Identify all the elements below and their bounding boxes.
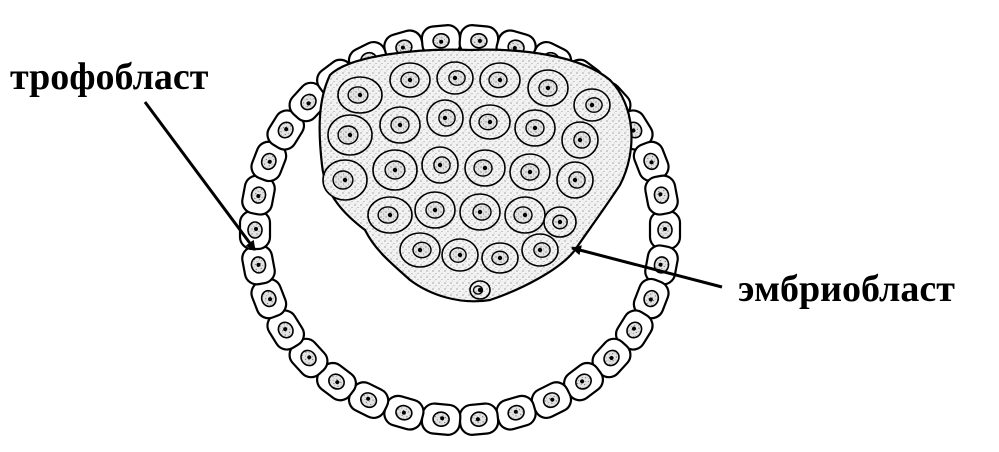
embryoblast-cell xyxy=(480,63,520,97)
embryoblast-cell xyxy=(544,207,576,237)
trophoblast-cell xyxy=(650,211,680,249)
trophoblast-cell xyxy=(421,403,462,436)
embryoblast-cell xyxy=(368,197,412,233)
embryoblast-cell xyxy=(338,77,382,113)
embryoblast-cell xyxy=(482,243,518,273)
embryoblast-cell xyxy=(422,147,458,183)
embryoblast-cell xyxy=(510,154,550,190)
trophoblast-label: трофобласт xyxy=(10,58,208,96)
embryoblast-cell xyxy=(442,239,478,271)
embryoblast-cell xyxy=(574,89,610,121)
embryoblast-cell xyxy=(557,162,593,198)
trophoblast-arrow xyxy=(145,102,255,250)
embryoblast-cell xyxy=(515,110,555,146)
embryoblast-cell xyxy=(505,197,545,233)
embryoblast-cell xyxy=(427,100,463,136)
embryoblast-cell xyxy=(465,150,505,186)
embryoblast-cell xyxy=(460,194,500,230)
embryoblast-cell xyxy=(437,62,473,94)
embryoblast-cell xyxy=(470,281,490,299)
trophoblast-cell xyxy=(459,403,500,436)
embryoblast-label: эмбриобласт xyxy=(738,270,955,308)
embryoblast-cell xyxy=(522,234,558,266)
embryoblast-cell xyxy=(562,122,598,158)
trophoblast-cell xyxy=(240,211,270,249)
embryoblast-cell xyxy=(400,233,440,267)
embryoblast-cell xyxy=(528,70,568,106)
embryoblast-cell xyxy=(390,63,430,97)
embryoblast-cell xyxy=(323,160,367,200)
embryoblast-cell-mass xyxy=(320,50,632,302)
embryoblast-cell xyxy=(470,105,510,139)
embryoblast-cell xyxy=(380,107,420,143)
trophoblast-cell xyxy=(643,174,679,217)
embryoblast-cell xyxy=(415,192,455,228)
embryoblast-cell xyxy=(328,115,372,155)
embryoblast-cell xyxy=(373,150,417,190)
